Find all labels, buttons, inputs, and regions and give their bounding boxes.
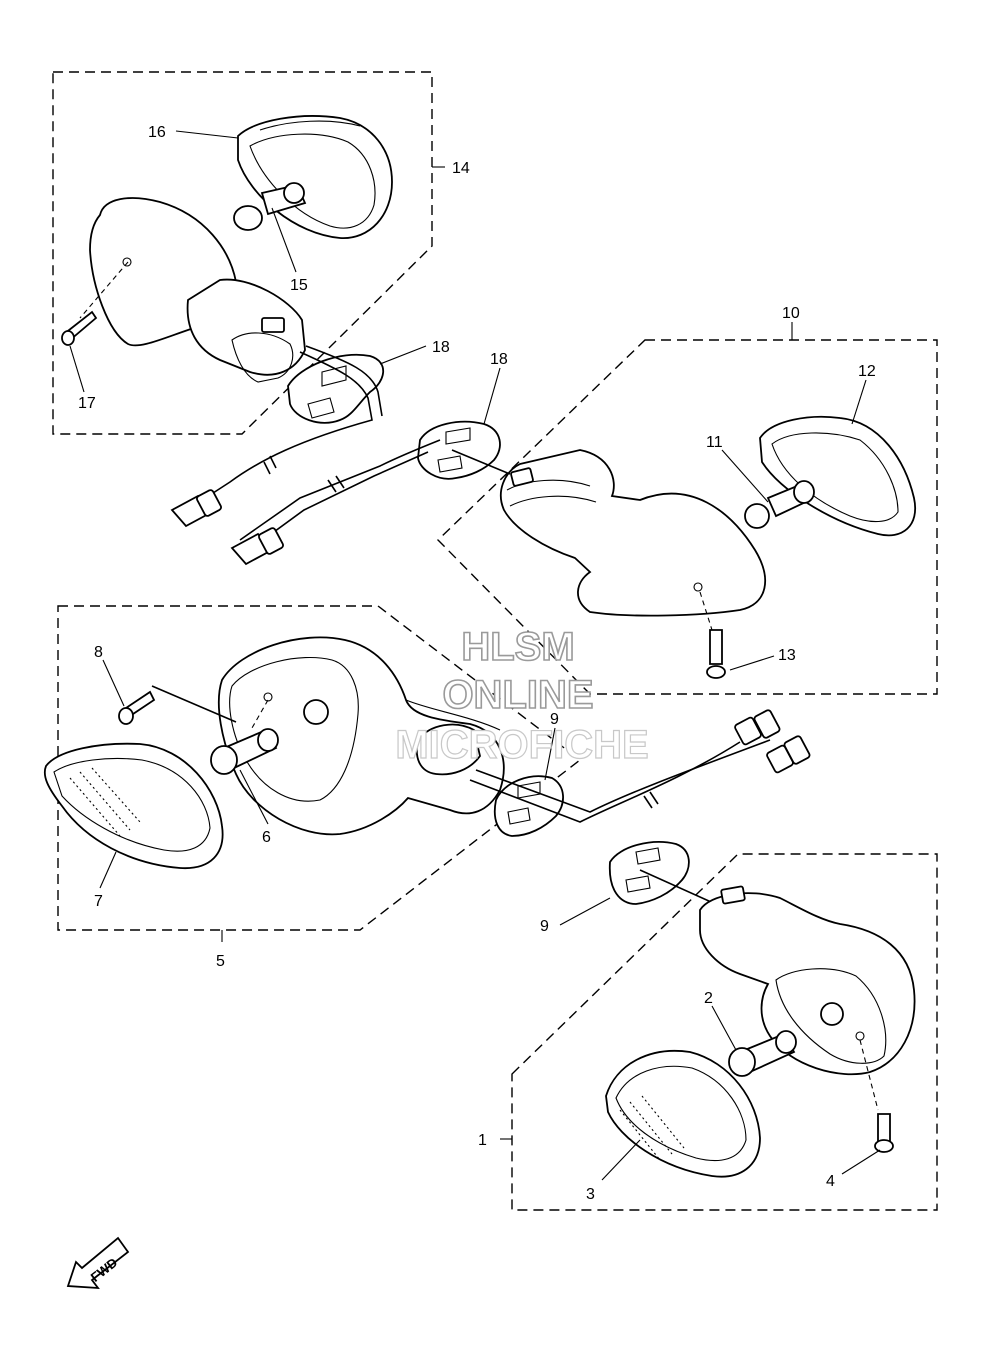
leader-lines	[69, 130, 881, 1181]
callout-2: 2	[704, 990, 713, 1007]
callout-1: 1	[478, 1132, 487, 1149]
callout-15: 15	[290, 277, 308, 294]
fwd-arrow-icon: FWD	[66, 1236, 130, 1290]
assembly-14	[52, 71, 433, 528]
callout-labels: 16 14 15 18 17 18 10 12 11 13 8 6 7 9 5 …	[78, 124, 876, 1203]
assembly-5	[43, 605, 811, 931]
callout-4: 4	[826, 1173, 835, 1190]
watermark: HLSM ONLINE MICROFICHE	[395, 624, 650, 767]
callout-13: 13	[778, 647, 796, 664]
callout-3: 3	[586, 1186, 595, 1203]
watermark-line-3: MICROFICHE	[395, 723, 648, 767]
watermark-line-1: HLSM	[461, 625, 574, 669]
callout-12: 12	[858, 363, 876, 380]
callout-5: 5	[216, 953, 225, 970]
assembly-10	[230, 339, 938, 695]
callout-18-right: 18	[490, 351, 508, 368]
callout-16: 16	[148, 124, 166, 141]
callout-7: 7	[94, 893, 103, 910]
callout-9-lower: 9	[540, 918, 549, 935]
watermark-line-2: ONLINE	[442, 673, 593, 717]
callout-14: 14	[452, 160, 470, 177]
callout-17: 17	[78, 395, 96, 412]
assembly-1	[511, 841, 938, 1211]
callout-8: 8	[94, 644, 103, 661]
callout-10: 10	[782, 305, 800, 322]
callout-18-left: 18	[432, 339, 450, 356]
callout-6: 6	[262, 829, 271, 846]
callout-9-upper: 9	[550, 711, 559, 728]
callout-11: 11	[706, 434, 723, 451]
